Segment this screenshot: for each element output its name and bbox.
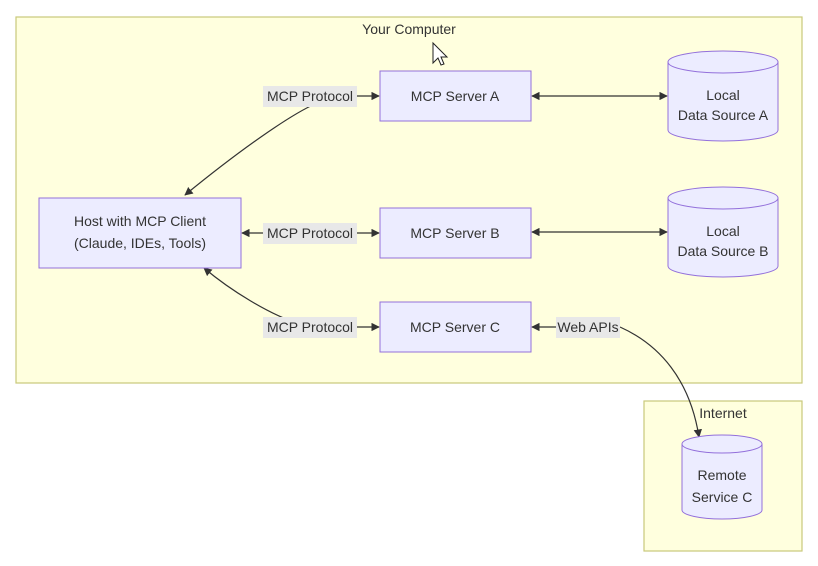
node-host-line-1: Host with MCP Client [74,213,206,229]
node-server-c: MCP Server C [379,301,532,353]
node-server-b-label: MCP Server B [410,225,499,241]
node-remote-c-database: Remote Service C [681,434,763,520]
node-source-b-line-1: Local [706,223,739,239]
node-source-a-line-1: Local [706,87,739,103]
node-server-c-label: MCP Server C [410,319,500,335]
node-source-a-line-2: Data Source A [678,107,769,123]
edge-label-protocol-b-text: MCP Protocol [267,225,353,241]
node-remote-c-line-1: Remote [697,467,746,483]
node-source-b-line-2: Data Source B [677,243,768,259]
edge-label-web-apis: Web APIs [556,317,620,338]
node-remote-c-line-2: Service C [692,489,753,505]
node-source-a-database: Local Data Source A [667,50,779,142]
edge-label-protocol-b: MCP Protocol [263,223,357,244]
group-internet-title: Internet [699,405,747,421]
node-server-b: MCP Server B [379,207,532,259]
node-source-b-database: Local Data Source B [667,186,779,278]
node-host: Host with MCP Client (Claude, IDEs, Tool… [38,197,242,269]
group-your-computer-title: Your Computer [362,21,456,37]
edge-label-web-apis-text: Web APIs [557,319,618,335]
node-server-a: MCP Server A [379,70,532,122]
edge-server-c-remote [532,327,699,437]
pointer-cursor-icon [432,41,449,66]
edge-label-protocol-a-text: MCP Protocol [267,88,353,104]
edge-label-protocol-a: MCP Protocol [263,86,357,107]
edge-label-protocol-c-text: MCP Protocol [267,319,353,335]
edge-host-server-a [185,96,379,195]
node-server-a-label: MCP Server A [411,88,500,104]
edge-label-protocol-c: MCP Protocol [263,317,357,338]
node-host-line-2: (Claude, IDEs, Tools) [74,235,206,251]
